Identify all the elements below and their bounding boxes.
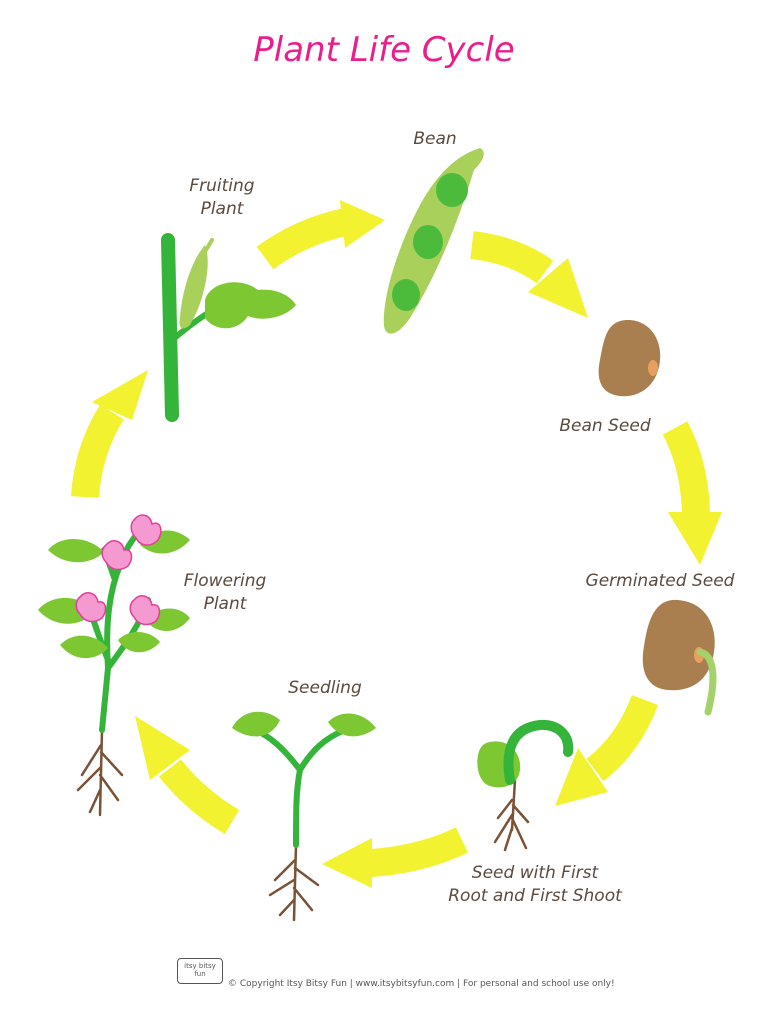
- label-first-root-shoot: Seed with First Root and First Shoot: [448, 863, 622, 906]
- label-germinated-seed: Germinated Seed: [585, 571, 735, 591]
- first-root-shoot-illustration: [477, 719, 574, 852]
- label-bean: Bean: [413, 129, 457, 149]
- copyright-footer: © Copyright Itsy Bitsy Fun | www.itsybit…: [228, 979, 615, 989]
- page-title: Plant Life Cycle: [253, 30, 515, 70]
- cycle-arrows: [71, 200, 722, 888]
- seedling-illustration: [232, 711, 376, 922]
- bean-pod-illustration: [383, 148, 484, 334]
- arrow-fruiting-to-bean: [256, 200, 385, 270]
- label-flowering-plant: Flowering Plant: [183, 571, 267, 614]
- label-seedling: Seedling: [288, 678, 362, 698]
- label-fruiting-plant: Fruiting Plant: [189, 176, 255, 219]
- bean-seed-illustration: [598, 320, 661, 397]
- arrow-germinated-to-shoot: [555, 694, 659, 806]
- arrow-flowering-to-fruiting: [71, 370, 148, 499]
- arrow-seedling-to-flowering: [135, 716, 240, 835]
- label-bean-seed: Bean Seed: [559, 416, 651, 436]
- itsy-bitsy-fun-logo: itsy bitsy fun: [177, 958, 223, 984]
- arrow-seed-to-germinated: [662, 421, 722, 565]
- germinated-seed-illustration: [642, 599, 717, 716]
- fruiting-plant-illustration: [161, 233, 296, 422]
- flowering-plant-illustration: [38, 514, 190, 817]
- arrow-bean-to-seed: [470, 231, 588, 318]
- arrow-shoot-to-seedling: [322, 827, 469, 888]
